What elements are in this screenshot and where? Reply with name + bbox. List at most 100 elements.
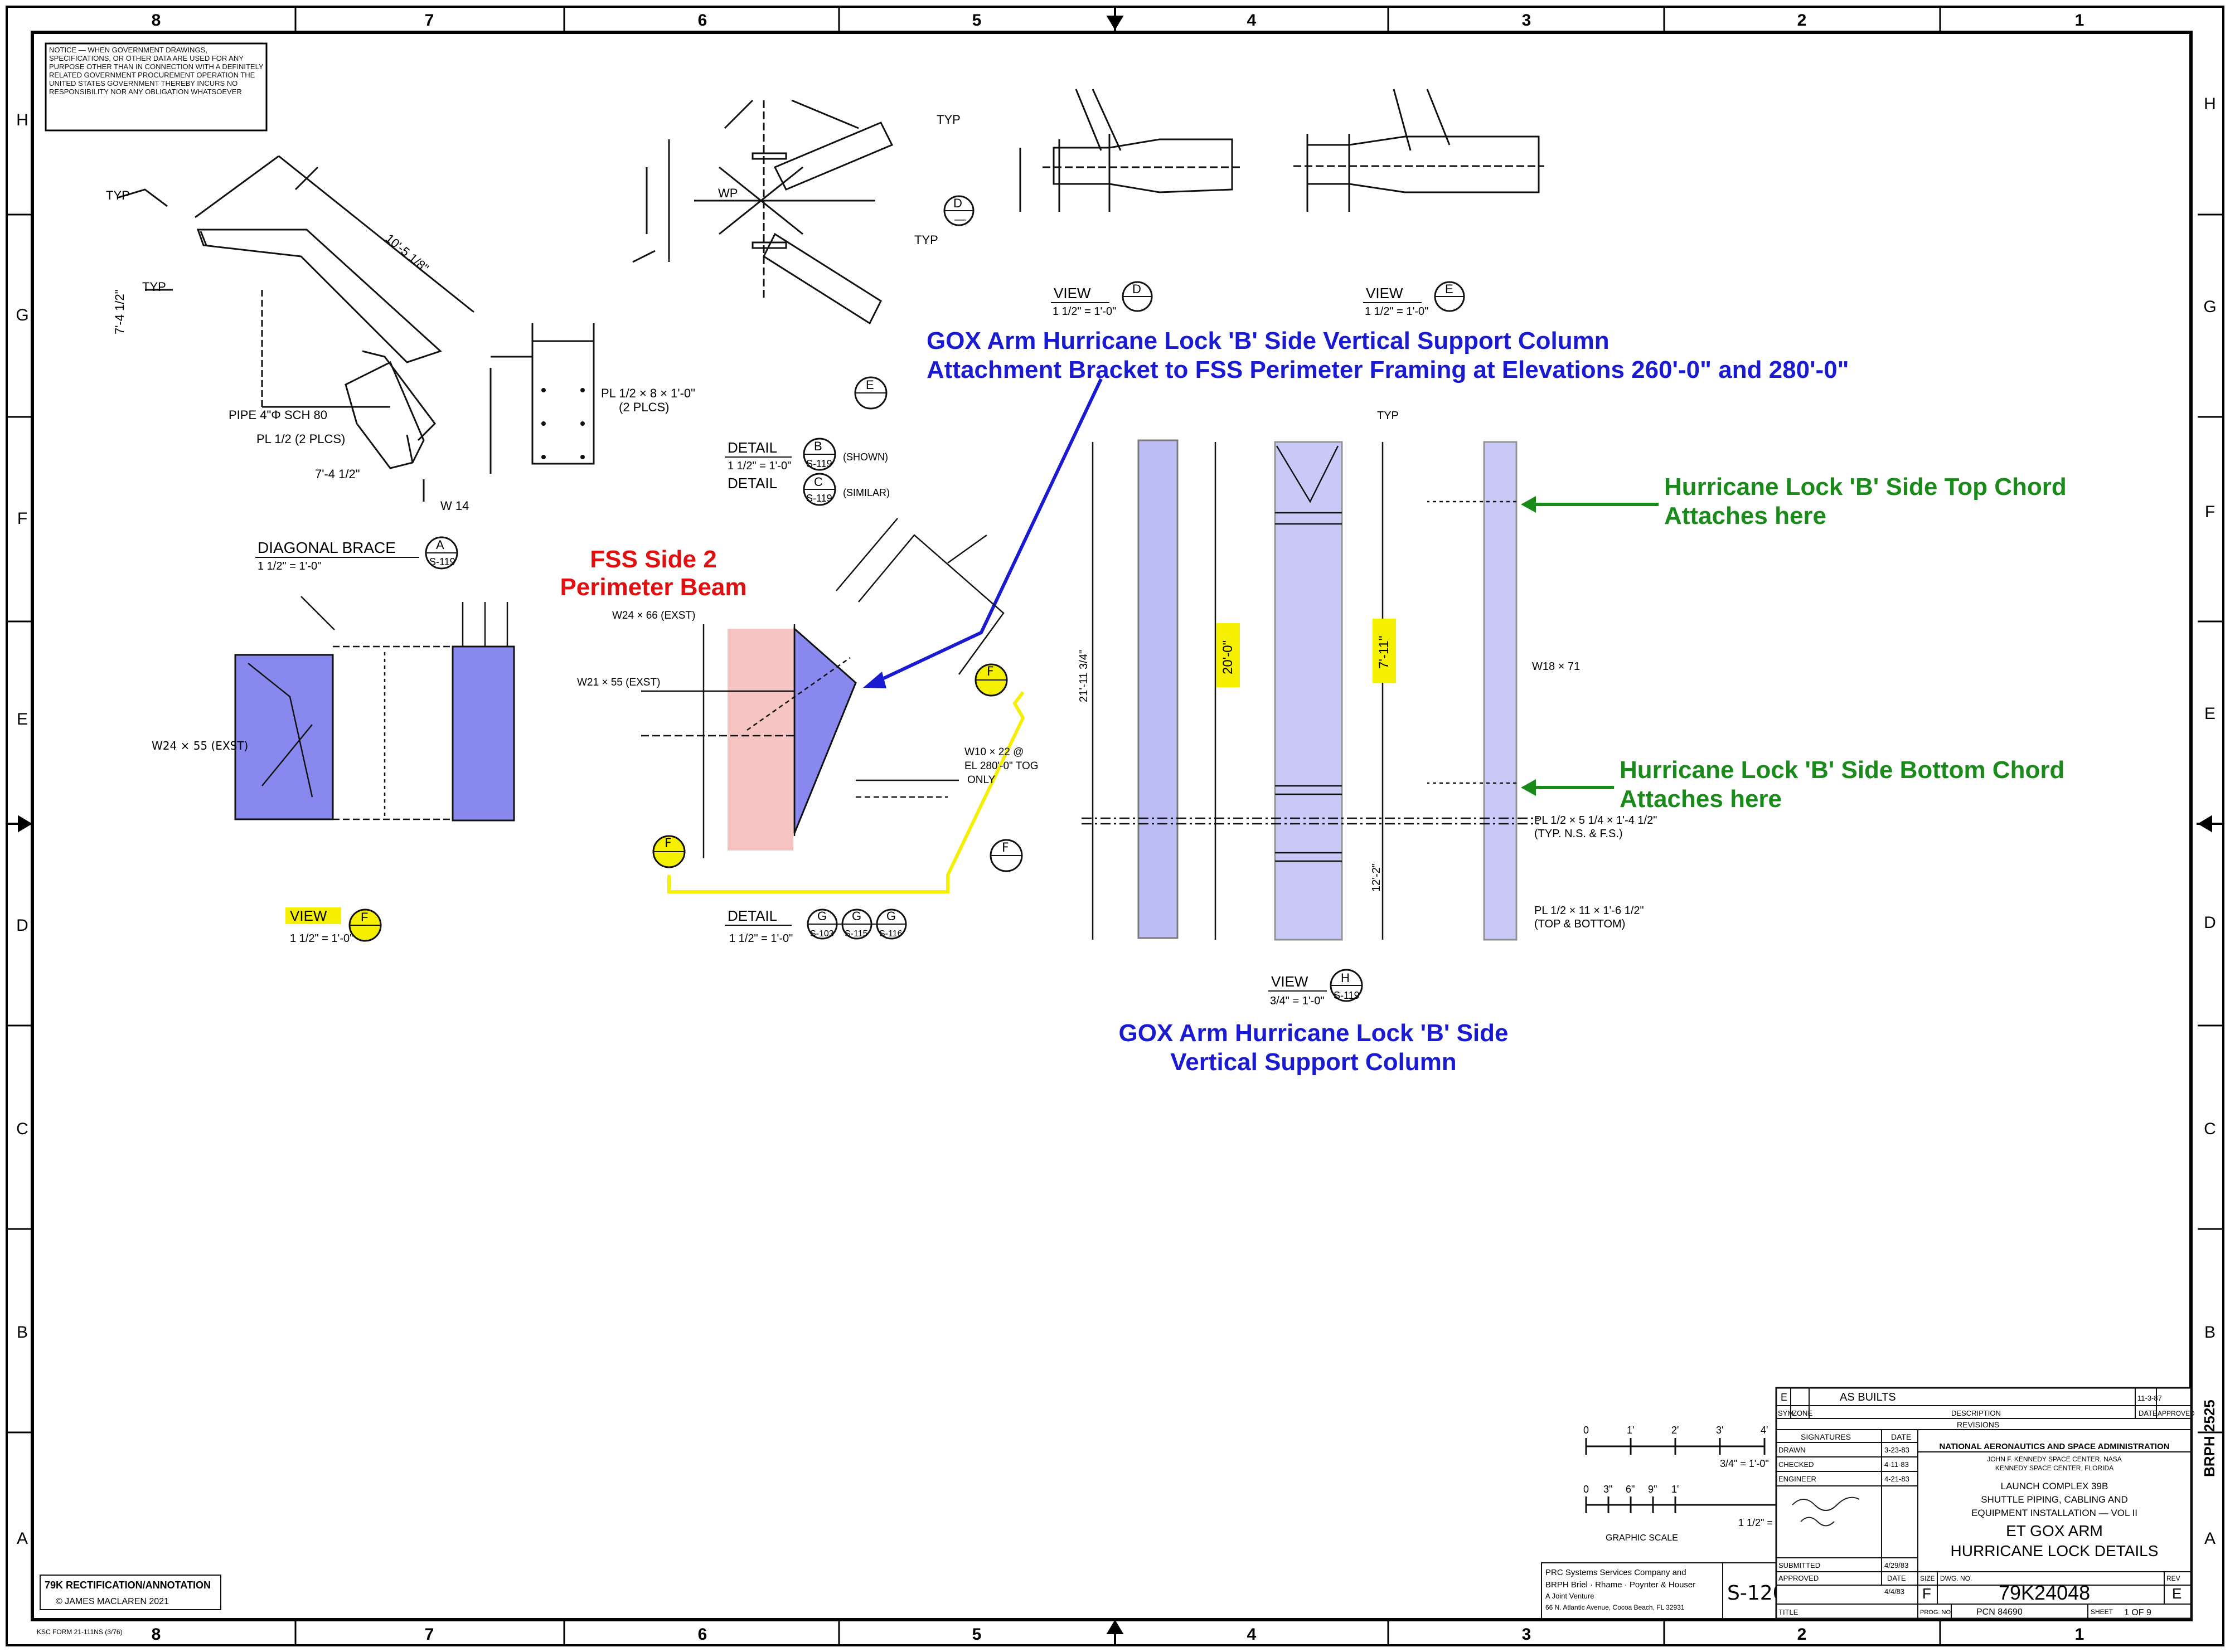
- gox-bracket-line2: Attachment Bracket to FSS Perimeter Fram…: [927, 356, 1849, 383]
- view-f-plate-left: [234, 654, 334, 820]
- contractor-line4: 66 N. Atlantic Avenue, Cocoa Beach, FL 3…: [1545, 1604, 1685, 1611]
- grid-row-labels-left: H G F E D C B A: [16, 111, 28, 1548]
- view-e-drawing: [1293, 89, 1544, 212]
- grid-column-labels-top: 8 7 6 5 4 3 2 1: [152, 11, 2084, 30]
- size-value: F: [1922, 1585, 1931, 1602]
- hdr-desc: DESCRIPTION: [1951, 1409, 2001, 1417]
- pl-note-2: PL 1/2 × 11 × 1'-6 1/2": [1534, 905, 1644, 917]
- bottom-chord-line2: Attaches here: [1620, 785, 1782, 813]
- prog-label: PROG. NO.: [1920, 1609, 1952, 1616]
- row-label: G: [16, 306, 28, 324]
- diagonal-brace-title: DIAGONAL BRACE 1 1/2" = 1'-0" A S-119: [255, 536, 458, 572]
- view-h-letter: H: [1341, 971, 1350, 985]
- scale-tick: 1': [1627, 1425, 1634, 1436]
- center-line2: KENNEDY SPACE CENTER, FLORIDA: [1995, 1464, 2113, 1472]
- detail-g-sheet-2: S-115: [845, 929, 868, 939]
- row-label: F: [17, 509, 27, 528]
- gox-bracket-arrowhead: [863, 672, 886, 688]
- detail-g-sheet-1: S-103: [810, 929, 834, 939]
- row-label: A: [17, 1529, 28, 1548]
- view-h-title: VIEW 3/4" = 1'-0" H S-119: [1268, 969, 1363, 1007]
- submitted-date: 4/29/83: [1884, 1561, 1908, 1570]
- scale-tick: 9": [1648, 1484, 1657, 1495]
- size-label: SIZE: [1920, 1575, 1935, 1582]
- top-chord-line1: Hurricane Lock 'B' Side Top Chord: [1664, 473, 2067, 501]
- approved-label: APPROVED: [1778, 1574, 1819, 1582]
- column-left-elevation: [1137, 439, 1179, 939]
- credit-box: 79K RECTIFICATION/ANNOTATION © JAMES MAC…: [37, 1575, 221, 1636]
- detail-g-drawing: F F F W24 × 66 (EXST) W21 × 55 (EXST) W1…: [577, 518, 1039, 893]
- scale-tick: 6": [1626, 1484, 1635, 1495]
- row-label: D: [2204, 914, 2216, 932]
- view-h-drawing: 20'-0" 7'-11" 21'-11 3/4" 12'-2" W18 × 7…: [1078, 410, 1657, 941]
- fss-perimeter-beam: [728, 629, 793, 851]
- pl-half-label: PL 1/2 (2 PLCS): [256, 432, 345, 446]
- center-mark-left: [8, 815, 33, 833]
- title-line1: ET GOX ARM: [2006, 1522, 2103, 1539]
- engineer-label: ENGINEER: [1778, 1475, 1816, 1483]
- row-label: E: [2204, 704, 2216, 723]
- pl-note-1: PL 1/2 × 5 1/4 × 1'-4 1/2": [1534, 814, 1657, 827]
- detail-b-scale: 1 1/2" = 1'-0": [728, 460, 791, 472]
- detail-g-letter-2: G: [852, 909, 861, 923]
- detail-c-title: DETAIL: [728, 475, 777, 492]
- scale-tick: 3': [1716, 1425, 1723, 1436]
- col-label: 8: [152, 1625, 161, 1644]
- submitted-label: SUBMITTED: [1778, 1561, 1820, 1570]
- dim-12-label: 12'-2": [1370, 863, 1383, 892]
- col-label: 5: [972, 11, 982, 30]
- column-line1: GOX Arm Hurricane Lock 'B' Side: [1118, 1019, 1508, 1047]
- detail-b-labels: WP TYP TYP D —: [718, 113, 975, 247]
- pl-note-1b: (TYP. N.S. & F.S.): [1534, 828, 1623, 840]
- sheet-value: 1 OF 9: [2124, 1608, 2151, 1617]
- top-chord-arrowhead: [1521, 496, 1536, 513]
- row-label: B: [2204, 1323, 2216, 1342]
- hdr-date: DATE: [2139, 1409, 2158, 1417]
- column-right-elevation: [1483, 441, 1518, 941]
- view-e-label: VIEW: [1366, 285, 1403, 302]
- diagonal-brace-sheet: S-119: [429, 556, 455, 567]
- typ-label: TYP: [106, 188, 130, 202]
- view-f-scale: 1 1/2" = 1'-0": [290, 932, 353, 945]
- sheet-label: SHEET: [2091, 1608, 2113, 1616]
- contractor-line2: BRPH Briel · Rhame · Poynter & Houser: [1545, 1580, 1695, 1590]
- column-center-elevation: [1274, 441, 1343, 941]
- row-label: H: [2204, 95, 2216, 113]
- detail-g-title: DETAIL 1 1/2" = 1'-0" G G G S-103 S-115 …: [725, 907, 907, 945]
- dim-7-11-highlight: [1373, 619, 1396, 683]
- detail-c-letter: C: [814, 475, 823, 489]
- row-label: E: [17, 710, 28, 728]
- detail-f-callout-116-letter: F: [1002, 841, 1009, 855]
- typ-label: TYP: [937, 113, 961, 127]
- outer-border: [6, 6, 2224, 1646]
- fss-annotation: FSS Side 2 Perimeter Beam: [560, 546, 746, 601]
- diagonal-brace-scale: 1 1/2" = 1'-0": [258, 560, 321, 572]
- credit-line2: © JAMES MACLAREN 2021: [56, 1597, 169, 1606]
- wp-label: WP: [718, 186, 738, 200]
- dim-21-label: 21'-11 3/4": [1078, 650, 1090, 702]
- row-label: F: [2205, 503, 2215, 521]
- checked-date: 4-11-83: [1884, 1460, 1909, 1469]
- agency: NATIONAL AERONAUTICS AND SPACE ADMINISTR…: [1939, 1442, 2169, 1451]
- two-plcs-label: (2 PLCS): [619, 400, 669, 414]
- detail-b-drawing: [632, 99, 894, 325]
- col-label: 2: [1797, 1625, 1807, 1644]
- view-e-callout-letter: E: [866, 378, 874, 392]
- view-d-drawing: [1019, 89, 1243, 212]
- row-label: C: [2204, 1120, 2216, 1138]
- col-label: 4: [1247, 1625, 1257, 1644]
- rev-date: 11-3-87: [2137, 1394, 2162, 1402]
- hdr-sym: SYM.: [1778, 1409, 1796, 1417]
- detail-g-label: DETAIL: [728, 907, 777, 924]
- signature-scribble: [1792, 1496, 1860, 1527]
- w18-71-label: W18 × 71: [1532, 660, 1580, 673]
- graphic-scale: 0 1' 2' 3' 4' 3/4" = 1'-0" 0 3" 6" 9" 1'…: [1583, 1425, 1801, 1543]
- credit-line1: 79K RECTIFICATION/ANNOTATION: [45, 1580, 211, 1591]
- view-f-drawing: W24 × 55 (EXST): [152, 596, 515, 822]
- detail-b-sheet: S-119: [806, 458, 832, 469]
- detail-b-letter: B: [814, 439, 822, 453]
- title-line2: HURRICANE LOCK DETAILS: [1951, 1542, 2159, 1559]
- column-line2: Vertical Support Column: [1170, 1048, 1456, 1076]
- scale-tick: 1': [1671, 1484, 1679, 1495]
